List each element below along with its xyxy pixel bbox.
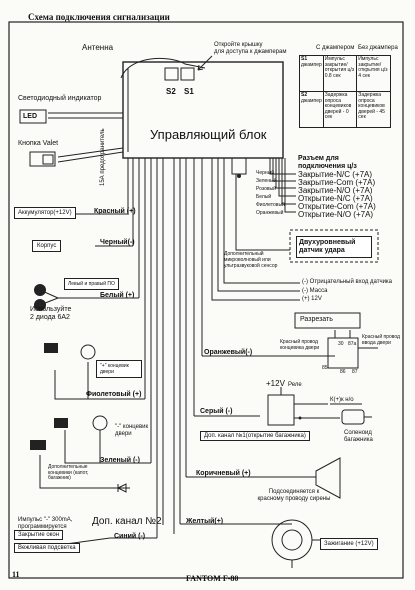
- central-lock-title: Разъем для подключения ц/з: [298, 155, 357, 170]
- central-lock-wire-color: Белый: [256, 194, 272, 200]
- turn-lights-box: Левый и правый ПО: [64, 278, 119, 290]
- ignition-box: Зажигание (+12V): [320, 538, 378, 550]
- jumper-head-with: С джампером: [316, 45, 355, 51]
- door-plus-wire-label: Фиолетовый (+): [86, 391, 142, 398]
- jumper-id: S2: [301, 92, 308, 98]
- cover-note: Откройте крышку для доступа к джамперам: [214, 42, 287, 56]
- led-label: Светодиодный индикатор: [18, 95, 102, 102]
- cut-label: Разрезать: [300, 316, 333, 323]
- central-lock-function: Закрытие-Com (+7A): [298, 178, 376, 187]
- siren-note: Подсоединяется к красному проводу сирены: [257, 489, 331, 502]
- jumper-sub: джампер: [301, 97, 322, 104]
- table-cell: Задержка опроса концевиков дверей - 45 с…: [356, 91, 391, 128]
- central-lock-function: Открытие-N/C (+7A): [298, 194, 373, 203]
- jumper-s2-label: S2: [166, 87, 176, 96]
- channel2-title: Доп. канал №2: [92, 516, 162, 527]
- central-lock-wire-color: Зеленый: [256, 178, 277, 184]
- ground-box: Корпус: [32, 240, 62, 252]
- central-lock-wire-color: Черный: [256, 170, 275, 176]
- unlock-wire-label: Оранжевый(-): [204, 349, 253, 356]
- antenna-label: Антенна: [82, 43, 114, 52]
- led-badge: LED: [23, 113, 37, 120]
- jumper-id: S1: [301, 56, 308, 62]
- solenoid-label: Соленоид багажника: [344, 430, 373, 443]
- fuse-label: 15А предохранитель: [100, 128, 106, 186]
- door-minus-label: "-" концевик двери: [115, 424, 149, 437]
- table-cell: Импульс закрытие/ открытия ц/з 0.8 сек: [322, 55, 358, 92]
- control-unit-title: Управляющий блок: [150, 127, 267, 142]
- table-cell: Импульс закрытие/ открытия ц/з 4 сек: [356, 55, 391, 92]
- channel2-box-windows: Закрытие окон: [14, 530, 64, 540]
- central-lock-wire-color: Розовый: [256, 186, 276, 192]
- page-number: 11: [12, 570, 20, 579]
- trunk-supply: +12V: [266, 379, 285, 388]
- door-minus-wire-label: Зеленый (-): [100, 457, 140, 464]
- page-title: Схема подключения сигнализации: [28, 12, 170, 22]
- table-cell: Задержка опроса концевиков дверей - 0 се…: [322, 91, 358, 128]
- turn-lights-wire-label: Белый (+): [100, 292, 135, 299]
- relay-pin-label: 85: [322, 365, 328, 371]
- shock-sensor-box: Двухуровневый датчик удара: [296, 236, 372, 259]
- extra-sensor-note: Дополнительный микроволновый или ультраз…: [224, 251, 278, 269]
- relay-pin-label: 30: [338, 341, 344, 347]
- relay-pin-label: 87a: [348, 341, 357, 347]
- central-lock-function: Открытие-N/O (+7A): [298, 210, 374, 219]
- central-lock-wire-color: Фиолетовый: [256, 202, 285, 208]
- sensor-input-label: (-) Масса: [302, 287, 328, 294]
- diodes-note: Используйте 2 диода 6А2: [30, 306, 72, 321]
- channel2-wire-label: Синий (-): [114, 533, 146, 540]
- ground-wire-label: Черный(-): [100, 239, 135, 246]
- relay-pin-label: 87: [352, 369, 358, 375]
- sensor-input-label: (+) 12V: [302, 296, 322, 302]
- extra-switches-note: Дополнительные концевики (капот, багажни…: [48, 464, 89, 481]
- sensor-input-label: (-) Отрицательный вход датчика: [302, 279, 393, 285]
- battery-wire-label: Красный (+): [94, 208, 136, 215]
- trunk-wire-label: Серый (-): [200, 408, 233, 415]
- central-lock-wire-color: Оранжевый: [256, 210, 284, 216]
- siren-wire-label: Коричневый (+): [196, 470, 251, 477]
- channel2-pulse-note: Импульс "-" 300mA, программируется: [18, 517, 73, 530]
- jumper-s1-label: S1: [184, 87, 194, 96]
- ignition-wire-label: Желтый(+): [186, 518, 224, 525]
- trunk-box: Доп. канал №1(открытие багажника): [200, 431, 310, 441]
- central-lock-function: Закрытие-N/O (+7A): [298, 186, 373, 195]
- central-lock-function: Открытие-Com (+7A): [298, 202, 376, 211]
- trunk-to-solenoid: К(+)к н/о: [330, 397, 354, 403]
- valet-label: Кнопка Valet: [18, 140, 59, 147]
- relay-note: Красный провод ввода двери: [362, 334, 400, 346]
- door-wire-note: Красный провод концевика двери: [280, 339, 320, 351]
- jumper-head-without: Без джампера: [358, 45, 398, 51]
- trunk-relay-label: Реле: [288, 382, 302, 388]
- jumper-sub: джампер: [301, 61, 322, 68]
- relay-pin-label: 86: [340, 369, 346, 375]
- channel2-box-lighting: Вежливая подсветка: [14, 543, 80, 553]
- central-lock-function: Закрытие-N/C (+7A): [298, 170, 373, 179]
- model-name: FANTOM F-80: [186, 574, 239, 583]
- battery-box: Аккумулятор(+12V): [14, 207, 76, 219]
- door-plus-box: "+" концевик двери: [96, 360, 142, 378]
